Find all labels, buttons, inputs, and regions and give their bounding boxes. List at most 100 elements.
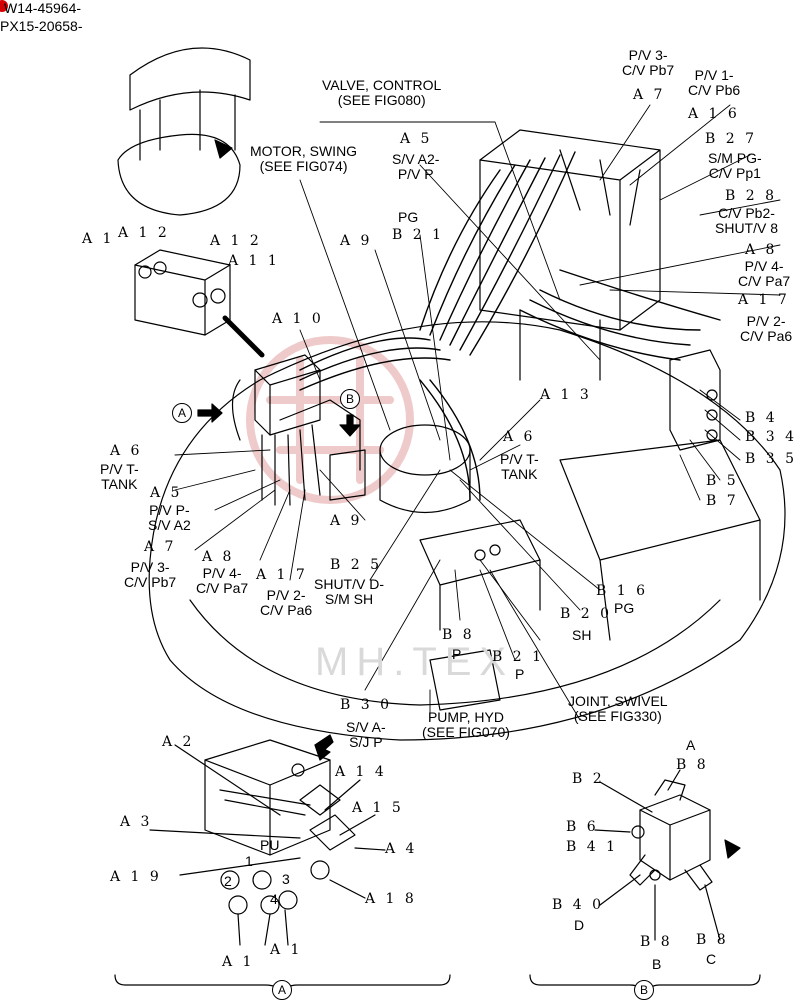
label-port-4: 4 <box>270 891 278 907</box>
hose-bundle <box>299 151 721 501</box>
ref-b5: B 5 <box>706 473 739 489</box>
ref-a12-left: A 1 2 <box>118 225 170 241</box>
label-pv3-pb7-left: P/V 3-C/V Pb7 <box>124 559 177 590</box>
callout-pump-hyd: PUMP, HYD (SEE FIG070) <box>422 709 510 740</box>
ref-b16: B 1 6 <box>596 583 649 599</box>
ref-b25: B 2 5 <box>330 557 383 573</box>
label-port-d: D <box>574 917 585 933</box>
detail-marker-b[interactable]: B <box>340 389 360 409</box>
ref-a1-bottom-right: A 1 <box>270 942 303 958</box>
label-port-a: A <box>686 737 696 753</box>
ref-a11: A 1 1 <box>228 253 280 269</box>
watermark-text: MH.TEX <box>315 640 515 684</box>
ref-b35: B 3 5 <box>745 451 798 467</box>
label-pv2-pa6-right: P/V 2-C/V Pa6 <box>740 313 793 344</box>
ref-a6-left: A 6 <box>110 443 143 459</box>
label-pv-p-sv-a2: P/V P-S/V A2 <box>148 502 191 533</box>
ref-a10: A 1 0 <box>272 311 324 327</box>
ref-b41: B 4 1 <box>566 839 619 855</box>
ref-a4: A 4 <box>385 841 418 857</box>
pilot-valve-right <box>669 349 721 451</box>
label-pv3-pb7-top: P/V 3-C/V Pb7 <box>622 47 675 78</box>
ref-a7: A 7 <box>633 87 666 103</box>
label-pv-t-tank-mid: P/V T-TANK <box>500 451 539 482</box>
label-p-b8: P <box>452 646 462 662</box>
ref-a19: A 1 9 <box>110 869 162 885</box>
ref-b20: B 2 0 <box>560 606 613 622</box>
label-sh: SH <box>572 627 592 643</box>
label-pg-mid: PG <box>614 600 635 616</box>
label-pv4-pa7-right: P/V 4-C/V Pa7 <box>738 258 791 289</box>
ref-a18: A 1 8 <box>365 891 417 907</box>
ref-b21-centre: B 2 1 <box>492 649 545 665</box>
label-sm-pg-pp1: S/M PG-C/V Pp1 <box>708 150 762 181</box>
serial-range-2: PX15-20658- <box>0 18 83 34</box>
solenoid-valve-assembly <box>231 354 321 506</box>
label-pu: PU <box>260 837 280 853</box>
upper-frame-outline <box>148 321 786 741</box>
ref-b27: B 2 7 <box>705 131 758 147</box>
detail-b-swivel-block <box>594 769 741 941</box>
control-valve <box>479 129 661 381</box>
marker-b-arrow <box>339 414 361 437</box>
ref-a12-right: A 1 2 <box>210 233 262 249</box>
ref-b8-top: B 8 <box>676 757 709 773</box>
label-p-b21: P <box>515 666 525 682</box>
ref-a8-left: A 8 <box>202 549 235 565</box>
label-shut-sm-sh: SHUT/V D-S/M SH <box>314 576 384 607</box>
hyd-pump-inline <box>429 649 501 711</box>
serial-range-1: W14-45964- <box>4 0 82 16</box>
ref-b7: B 7 <box>706 493 739 509</box>
ref-a9-mid: A 9 <box>330 513 363 529</box>
label-port-2: 2 <box>224 873 232 889</box>
detail-a-caption-marker: A <box>272 980 292 1000</box>
swivel-joint <box>419 519 541 631</box>
machine-thumbnail <box>117 47 251 216</box>
ref-a3: A 3 <box>120 814 153 830</box>
label-pv2-pa6-left: P/V 2-C/V Pa6 <box>260 587 313 618</box>
ref-a14: A 1 4 <box>335 764 387 780</box>
ref-b28: B 2 8 <box>725 188 778 204</box>
ref-a17-right: A 1 7 <box>738 292 790 308</box>
ref-b6: B 6 <box>566 819 599 835</box>
ref-b8-centre: B 8 <box>442 627 475 643</box>
marker-a-arrow <box>197 403 223 423</box>
detail-b-caption-marker: B <box>634 980 654 1000</box>
ref-a8-right: A 8 <box>745 242 778 258</box>
label-pv4-pa7-left: P/V 4-C/V Pa7 <box>196 565 249 596</box>
ref-a16: A 1 6 <box>688 106 740 122</box>
ref-a15: A 1 5 <box>352 800 404 816</box>
ref-a2: A 2 <box>162 734 195 750</box>
ref-a17-left: A 1 7 <box>256 567 308 583</box>
callout-motor-swing: MOTOR, SWING (SEE FIG074) <box>250 143 358 174</box>
ref-a5-top: A 5 <box>400 131 433 147</box>
ref-b4: B 4 <box>745 410 778 426</box>
label-port-3: 3 <box>282 871 290 887</box>
solenoid-block-detail <box>134 249 265 358</box>
label-pv-t-tank-left: P/V T-TANK <box>100 461 139 492</box>
callout-valve-control: VALVE, CONTROL (SEE FIG080) <box>322 77 442 108</box>
ref-b21-top: B 2 1 <box>392 227 445 243</box>
ref-b40: B 4 0 <box>552 897 605 913</box>
ref-a1-bottom-left: A 1 <box>222 954 255 970</box>
callout-joint-swivel: JOINT, SWIVEL (SEE FIG330) <box>568 693 668 724</box>
label-sv-a2-pvp: S/V A2-P/V P <box>392 151 440 182</box>
status-dot-icon <box>0 0 8 12</box>
ref-a7-left: A 7 <box>144 539 177 555</box>
ref-a9-top: A 9 <box>340 233 373 249</box>
label-port-c: C <box>706 951 717 967</box>
ref-b30: B 3 0 <box>340 697 393 713</box>
label-sv-a-sj-p: S/V A-S/J P <box>346 719 386 750</box>
ref-b2: B 2 <box>572 771 605 787</box>
detail-marker-a[interactable]: A <box>172 403 192 423</box>
ref-a5-left: A 5 <box>150 485 183 501</box>
label-port-1: 1 <box>245 853 253 869</box>
label-cv-pb2-shut: C/V Pb2-SHUT/V 8 <box>715 205 779 236</box>
leader-lines <box>174 104 781 721</box>
ref-a1-topleft: A 1 <box>82 231 115 247</box>
ref-b34: B 3 4 <box>745 429 798 445</box>
ref-a6-mid: A 6 <box>503 429 536 445</box>
ref-b8-bottom-left: B 8 <box>640 934 673 950</box>
